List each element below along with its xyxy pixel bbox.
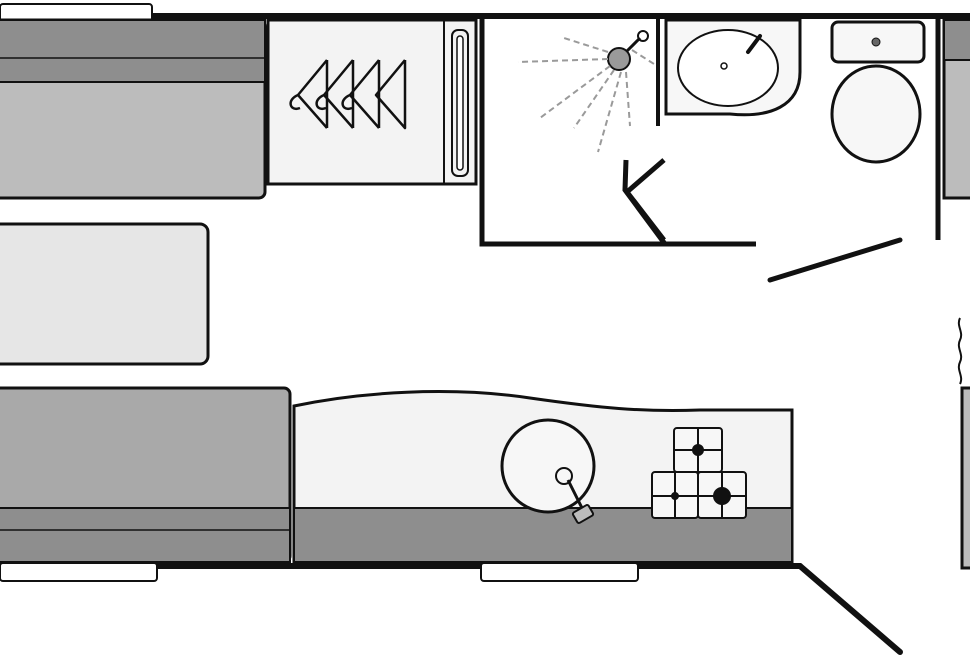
washbasin-icon: [664, 18, 802, 117]
window-bottom-middle: [480, 562, 639, 582]
table: [0, 222, 210, 366]
coat-hanger-icon: [289, 59, 407, 130]
seat-bottom-left: [0, 386, 292, 564]
window-bottom-left: [0, 562, 158, 582]
wardrobe: [266, 18, 478, 186]
kitchen: [292, 390, 794, 564]
shower-head-icon: [517, 30, 655, 153]
heater-icon: [957, 317, 963, 385]
seat-right-edge: [942, 18, 970, 570]
toilet-icon: [830, 20, 926, 164]
gas-hob-icon: [651, 427, 747, 519]
washroom: [479, 18, 941, 283]
seat-top-left: [0, 18, 267, 200]
round-sink-icon: [500, 418, 596, 524]
